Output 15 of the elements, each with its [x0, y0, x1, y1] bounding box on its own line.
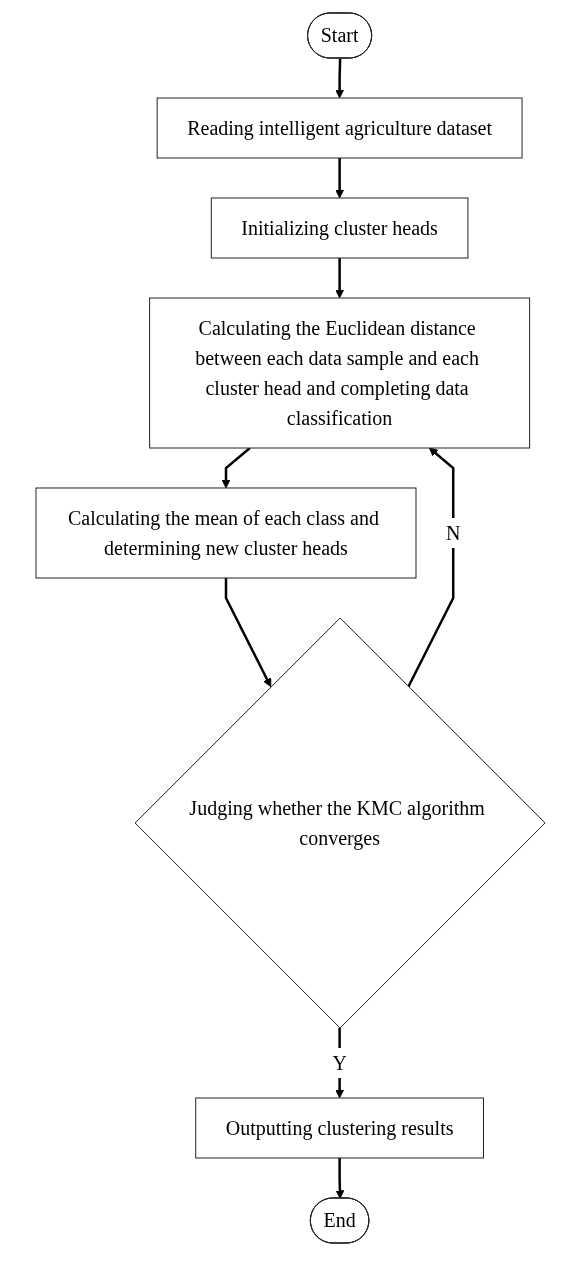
- arrow: [225, 578, 272, 688]
- node-box: Reading intelligent agriculture dataset: [157, 97, 523, 159]
- edge-label: Y: [332, 1051, 348, 1074]
- arrow: [335, 258, 345, 299]
- arrow: [407, 447, 455, 688]
- node-box: Calculating the mean of each class and determining new cluster heads: [35, 487, 417, 579]
- node-box: Outputting clustering results: [195, 1097, 485, 1159]
- arrow: [335, 158, 345, 199]
- arrow: [335, 58, 345, 99]
- node-box: Calculating the Euclidean distance between each data sample and each cluster head and completing data classification: [149, 297, 531, 449]
- edge-label: N: [446, 521, 461, 544]
- arrow: [335, 1158, 345, 1199]
- node-diamond: Judging whether the KMC algorithm converges: [135, 617, 547, 1029]
- arrow: [222, 447, 252, 489]
- node-box: Initializing cluster heads: [211, 197, 469, 259]
